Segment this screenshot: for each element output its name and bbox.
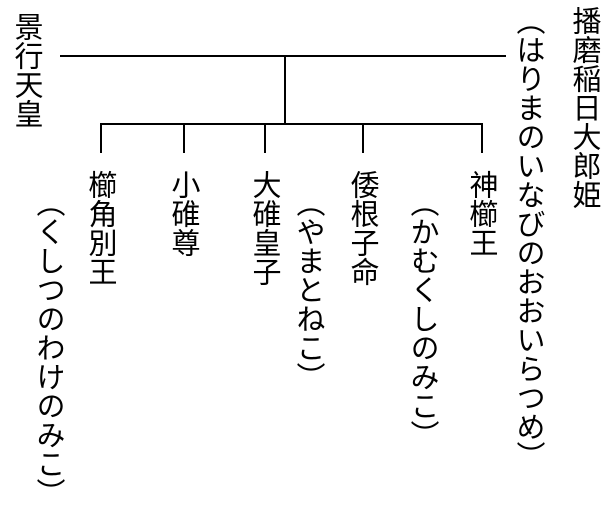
child-drop-5: [100, 123, 102, 153]
children-bar: [100, 123, 483, 125]
child-reading-3: （やまとねこ）: [292, 188, 326, 391]
marriage-line: [60, 55, 506, 57]
child-name-2: 倭根子命: [346, 170, 380, 286]
child-name-4: 小碓尊: [167, 170, 201, 257]
child-drop-4: [183, 123, 185, 153]
child-name-3: 大碓皇子: [248, 170, 282, 286]
child-name-5: 櫛角別王: [84, 170, 118, 286]
child-drop-2: [362, 123, 364, 153]
child-drop-3: [264, 123, 266, 153]
child-drop-1: [481, 123, 483, 153]
child-reading-5: （くしつのわけのみこ）: [32, 188, 66, 507]
child-name-1: 神櫛王: [465, 170, 499, 257]
mother-name: 播磨稲日大郎姫: [568, 6, 602, 209]
descent-line: [284, 55, 286, 124]
mother-reading: （はりまのいなびのおおいらつめ）: [512, 6, 546, 470]
father-name: 景行天皇: [10, 12, 44, 128]
child-reading-1: （かむくしのみこ）: [406, 188, 440, 449]
